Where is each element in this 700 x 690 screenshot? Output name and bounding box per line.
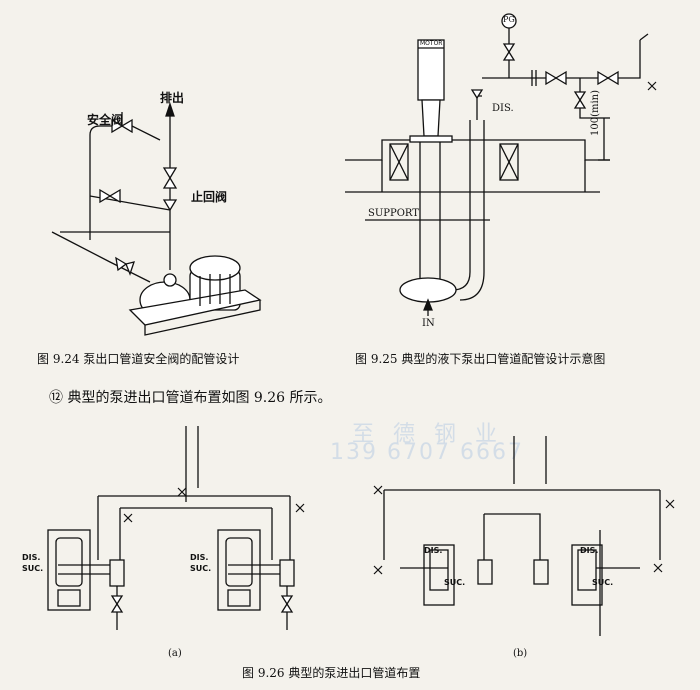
fig925-motor-label: MOTOR <box>420 40 443 47</box>
fig926-caption: 图 9.26 典型的泵进出口管道布置 <box>242 666 421 680</box>
fig925-in-label: IN <box>422 318 435 329</box>
fig926-sub-a: (a) <box>168 648 182 659</box>
fig925-caption: 图 9.25 典型的液下泵出口管道配管设计示意图 <box>355 352 606 366</box>
fig926b-suc-label-2: SUC. <box>592 578 614 587</box>
fig924-safety-valve-label: 安全阀 <box>87 113 124 127</box>
watermark-phone: 139 6707 6667 <box>330 440 524 465</box>
fig925-pg-label: PG <box>503 15 515 24</box>
fig926b-dis-label-2: DIS. <box>580 546 599 555</box>
fig925-support-label: SUPPORT <box>368 208 419 219</box>
x-markers <box>123 81 675 575</box>
fig926b-dis-label-1: DIS. <box>424 546 443 555</box>
fig924-drawing <box>51 101 262 336</box>
fig924-discharge-label: 排出 <box>160 91 185 105</box>
fig926b-drawing <box>383 436 661 636</box>
fig924-caption: 图 9.24 泵出口管道安全阀的配管设计 <box>37 352 240 366</box>
fig925-drawing <box>345 13 649 316</box>
fig926a-drawing <box>47 426 295 630</box>
fig926a-dis-label-1: DIS. <box>22 553 41 562</box>
fig926b-suc-label-1: SUC. <box>444 578 466 587</box>
fig925-dim-label: 100(min) <box>590 89 601 136</box>
fig925-dis-label: DIS. <box>492 103 514 114</box>
fig926-sub-b: (b) <box>513 648 528 659</box>
watermark-name: 至 德 钢 业 <box>352 422 503 447</box>
fig926a-suc-label-2: SUC. <box>190 564 212 573</box>
body-paragraph: ⑫ 典型的泵进出口管道布置如图 9.26 所示。 <box>49 390 332 406</box>
fig924-check-valve-label: 止回阀 <box>191 190 228 204</box>
fig926a-dis-label-2: DIS. <box>190 553 209 562</box>
fig926a-suc-label-1: SUC. <box>22 564 44 573</box>
